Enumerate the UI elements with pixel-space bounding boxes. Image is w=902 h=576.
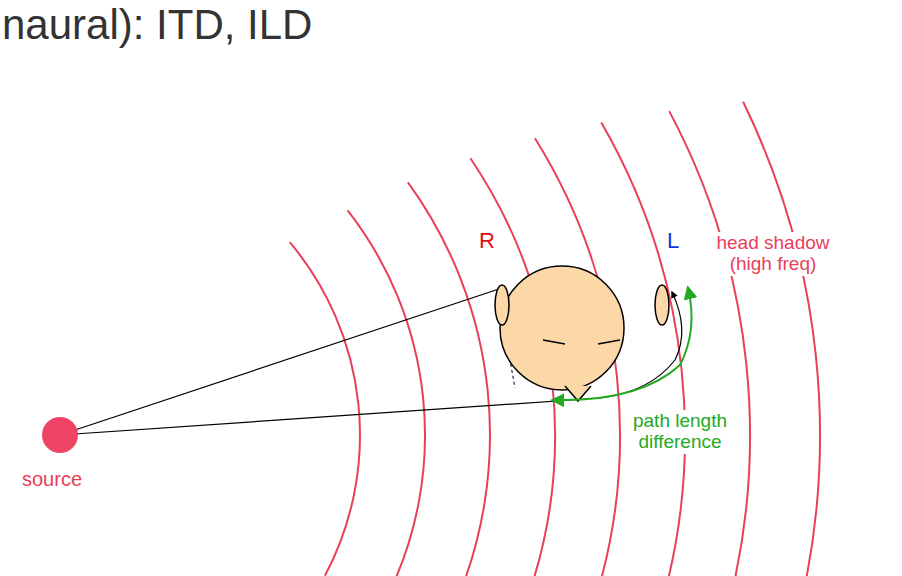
ear-label: L: [664, 228, 682, 254]
callout-label: head shadow (high freq): [700, 232, 846, 276]
eye: [598, 340, 620, 344]
right-ear: [495, 285, 509, 325]
wavefronts: [290, 102, 820, 576]
wavefront: [743, 102, 820, 576]
slide-title: naural): ITD, ILD: [2, 2, 312, 48]
ear-label: R: [476, 228, 498, 254]
wavefront: [348, 210, 425, 576]
left-ear: [655, 285, 669, 325]
source-dot: [42, 417, 78, 453]
head: [500, 266, 624, 390]
path-to-right-ear: [60, 289, 499, 435]
eye: [543, 340, 565, 344]
wavefront: [290, 242, 360, 576]
wavefront: [669, 111, 750, 576]
path-to-chin: [60, 398, 600, 435]
callout-label: path length difference: [622, 410, 738, 454]
source-label: source: [22, 468, 82, 490]
path-length-arrow: [553, 288, 692, 400]
